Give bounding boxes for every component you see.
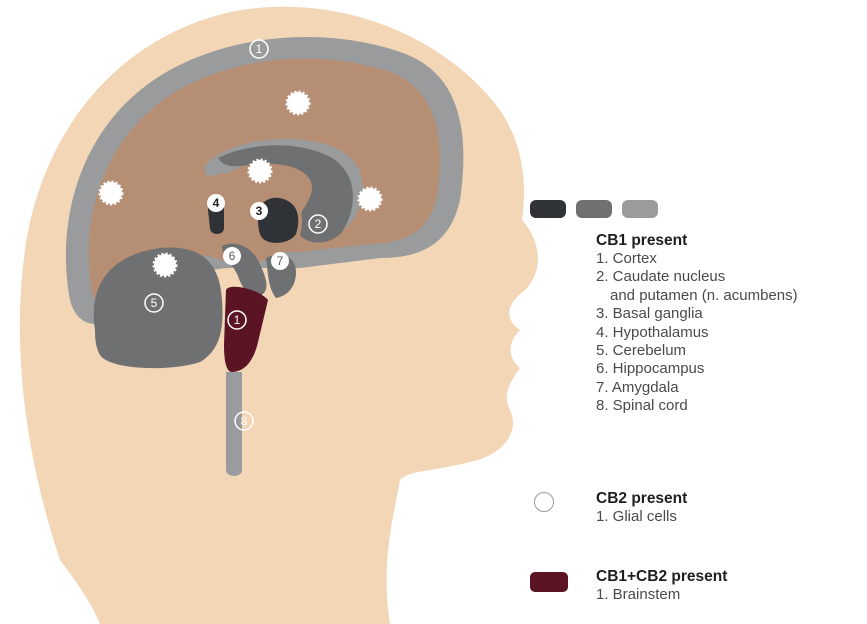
cb1-item: 6. Hippocampus <box>596 360 798 378</box>
cb1-title: CB1 present <box>596 232 798 250</box>
cb2-block: CB2 present 1. Glial cells <box>596 490 687 526</box>
label-cortex: 1 <box>256 42 263 56</box>
label-amygdala: 7 <box>277 254 284 268</box>
swatch-light <box>622 200 658 218</box>
cb1-cb2-item: 1. Brainstem <box>596 586 727 604</box>
cb1-item: 5. Cerebelum <box>596 342 798 360</box>
cb1-list: 1. Cortex 2. Caudate nucleus and putamen… <box>596 250 798 416</box>
glial-cell <box>154 254 176 276</box>
glial-cell <box>359 188 381 210</box>
label-spinal-cord: 8 <box>241 414 248 428</box>
glial-cell <box>287 92 309 114</box>
cb1-item: 3. Basal ganglia <box>596 305 798 323</box>
label-basal-ganglia: 3 <box>256 204 263 218</box>
cb1-cb2-title: CB1+CB2 present <box>596 568 727 586</box>
cb1-block: CB1 present 1. Cortex 2. Caudate nucleus… <box>596 232 798 416</box>
cb1-cb2-marker <box>530 572 568 592</box>
cb1-item: 8. Spinal cord <box>596 397 798 415</box>
label-brainstem: 1 <box>234 313 241 327</box>
cb1-item: and putamen (n. acumbens) <box>596 287 798 305</box>
cb2-title: CB2 present <box>596 490 687 508</box>
cb2-marker-icon <box>534 492 554 512</box>
label-cerebelum: 5 <box>151 296 158 310</box>
glial-cell <box>100 182 122 204</box>
glial-cell <box>249 160 271 182</box>
cb1-item: 2. Caudate nucleus <box>596 268 798 286</box>
cb1-item: 4. Hypothalamus <box>596 324 798 342</box>
cb1-cb2-block: CB1+CB2 present 1. Brainstem <box>596 568 727 604</box>
spinal-cord <box>226 372 242 476</box>
cb1-item: 1. Cortex <box>596 250 798 268</box>
cb2-item: 1. Glial cells <box>596 508 687 526</box>
label-hypothalamus: 4 <box>213 196 220 210</box>
swatch-dark <box>530 200 566 218</box>
label-caudate: 2 <box>315 217 322 231</box>
cb1-item: 7. Amygdala <box>596 379 798 397</box>
swatch-mid <box>576 200 612 218</box>
label-hippocampus: 6 <box>229 249 236 263</box>
